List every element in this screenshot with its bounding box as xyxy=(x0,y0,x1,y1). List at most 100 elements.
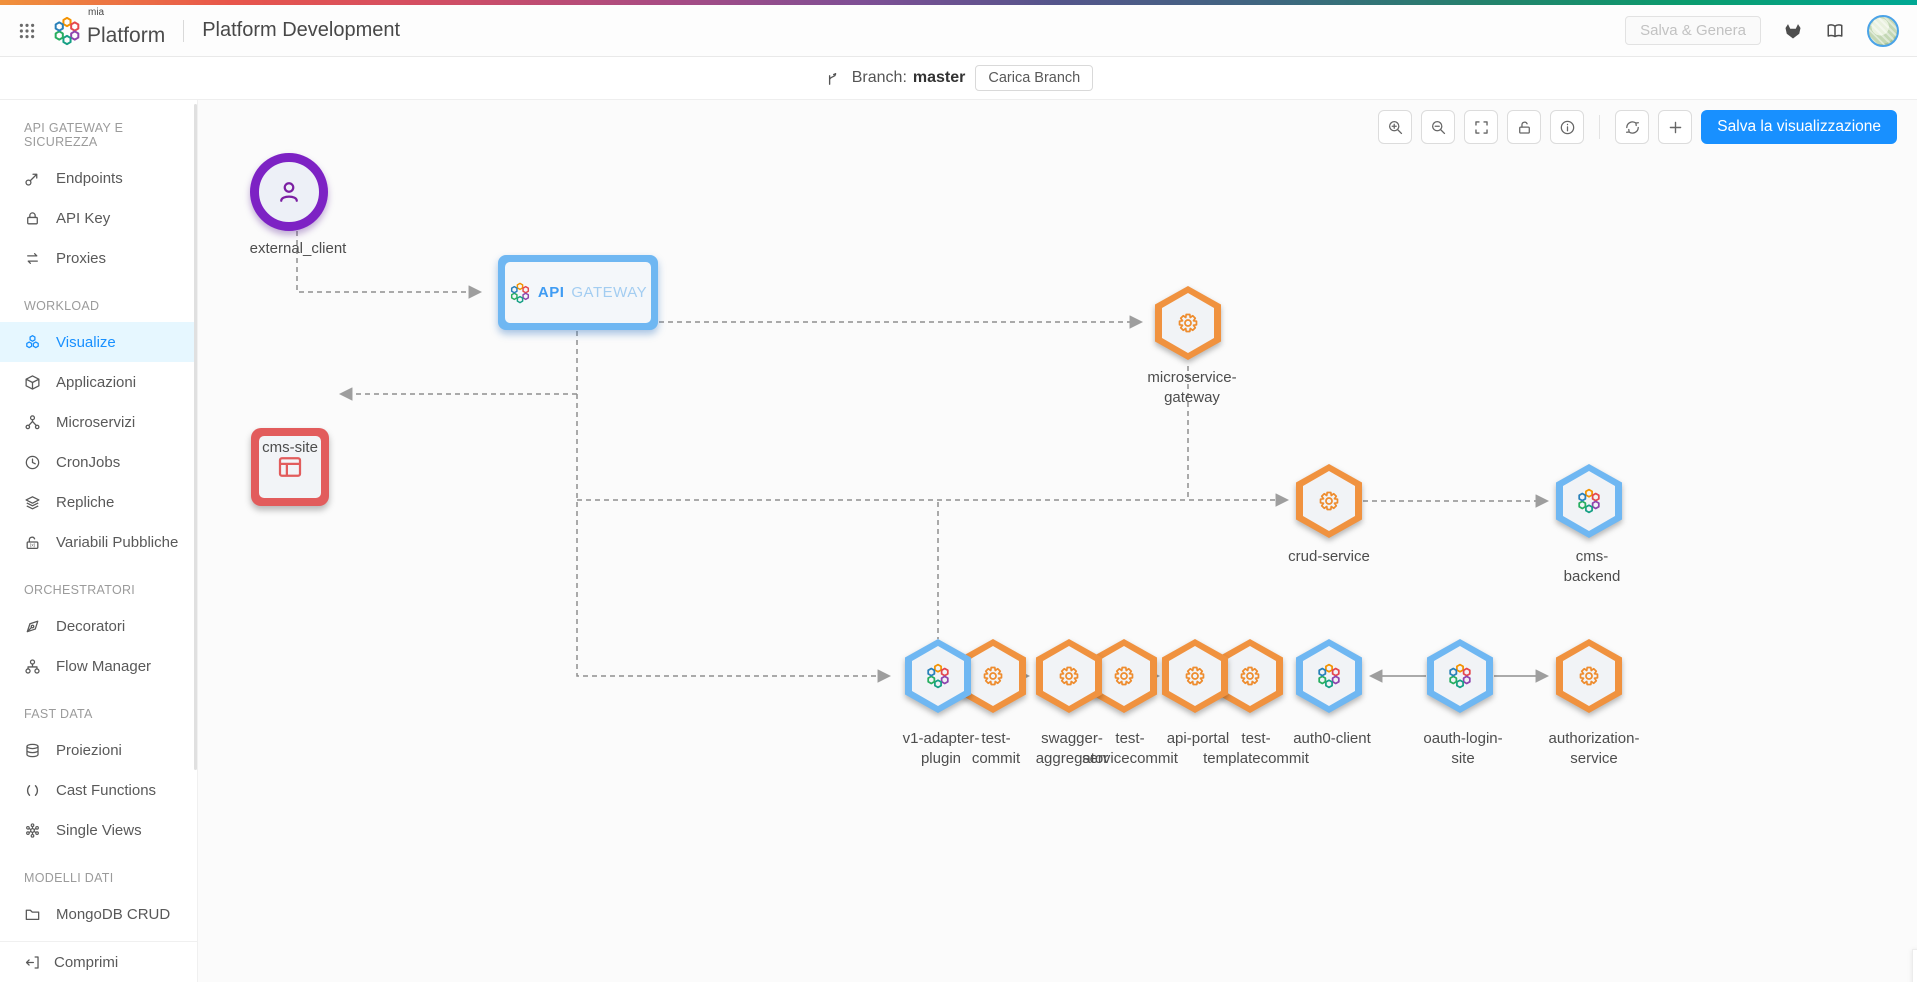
mia-hexagons-icon xyxy=(52,16,82,46)
sidebar-item-variabili-pubbliche[interactable]: Variabili Pubbliche xyxy=(0,522,197,562)
sidebar-item-label: Endpoints xyxy=(56,169,123,187)
cms-backend-node[interactable] xyxy=(1556,464,1622,538)
sidebar-item-applicazioni[interactable]: Applicazioni xyxy=(0,362,197,402)
unlock-button[interactable] xyxy=(1507,110,1542,144)
gear-icon xyxy=(1237,663,1263,689)
logo-product-label: Platform xyxy=(87,23,166,47)
collapse-icon xyxy=(24,954,41,971)
sidebar-item-flow-manager[interactable]: Flow Manager xyxy=(0,646,197,686)
gear-icon xyxy=(1182,663,1208,689)
authorization-service-node[interactable] xyxy=(1556,639,1622,713)
collapse-sidebar-button[interactable]: Comprimi xyxy=(0,941,197,982)
gear-icon xyxy=(1111,663,1137,689)
cms-site-node[interactable] xyxy=(251,428,329,506)
sidebar-item-cronjobs[interactable]: CronJobs xyxy=(0,442,197,482)
box-icon xyxy=(24,374,41,391)
refresh-button[interactable] xyxy=(1615,110,1650,144)
sidebar-section-title: WORKLOAD xyxy=(24,299,100,313)
sidebar-item-label: Decoratori xyxy=(56,617,126,635)
sidebar-item-mongodb-crud[interactable]: MongoDB CRUD xyxy=(0,894,197,934)
api-gateway-label-bold: API xyxy=(537,284,565,301)
sidebar-item-repliche[interactable]: Repliche xyxy=(0,482,197,522)
gitlab-icon[interactable] xyxy=(1783,21,1803,41)
fullscreen-button[interactable] xyxy=(1464,110,1499,144)
zoom-in-icon xyxy=(1387,119,1404,136)
collapse-label: Comprimi xyxy=(54,953,119,971)
user-avatar[interactable] xyxy=(1867,14,1899,47)
toolbar-divider xyxy=(1599,115,1601,139)
info-button[interactable] xyxy=(1550,110,1585,144)
visualize-icon xyxy=(24,334,41,351)
api-gateway-label-light: GATEWAY xyxy=(571,284,648,301)
gear-icon xyxy=(1175,310,1201,336)
gear-icon xyxy=(1316,488,1342,514)
info-icon xyxy=(1559,119,1576,136)
plus-icon xyxy=(1667,119,1684,136)
header-divider xyxy=(183,19,185,42)
zoom-out-icon xyxy=(1430,119,1447,136)
sidebar-item-decoratori[interactable]: Decoratori xyxy=(0,606,197,646)
sidebar-scrollbar[interactable] xyxy=(194,104,197,770)
test-service-commit-node[interactable] xyxy=(1091,639,1157,713)
add-button[interactable] xyxy=(1658,110,1693,144)
sidebar-item-proxies[interactable]: Proxies xyxy=(0,238,197,278)
sidebar-item-label: Proxies xyxy=(56,249,107,267)
swagger-aggregator-node[interactable] xyxy=(1036,639,1102,713)
api-gateway-inner: API GATEWAY xyxy=(505,262,651,323)
sidebar-section-title: MODELLI DATI xyxy=(24,871,114,885)
save-visualization-button[interactable]: Salva la visualizzazione xyxy=(1701,110,1897,144)
database-icon xyxy=(24,742,41,759)
sidebar-item-cast-functions[interactable]: Cast Functions xyxy=(0,770,197,810)
auth0-client-node[interactable] xyxy=(1296,639,1362,713)
gear-icon xyxy=(1056,663,1082,689)
lock-icon xyxy=(24,210,41,227)
oauth-login-site-node[interactable] xyxy=(1427,639,1493,713)
zoom-out-button[interactable] xyxy=(1421,110,1456,144)
branch-label: Branch: xyxy=(851,69,907,86)
branch-bar: Branch: master Carica Branch xyxy=(0,57,1917,100)
save-generate-button[interactable]: Salva & Genera xyxy=(1625,16,1761,45)
minimap[interactable] xyxy=(1912,949,1917,982)
sidebar-item-single-views[interactable]: Single Views xyxy=(0,810,197,850)
sidebar-item-label: Applicazioni xyxy=(56,373,137,391)
sidebar-item-proiezioni[interactable]: Proiezioni xyxy=(0,730,197,770)
crud-service-node[interactable] xyxy=(1296,464,1362,538)
sidebar-item-label: Microservizi xyxy=(56,413,136,431)
sidebar-item-visualize[interactable]: Visualize xyxy=(0,322,197,362)
gear-icon xyxy=(980,663,1006,689)
v1-adapter-plugin-inner xyxy=(912,646,964,706)
sidebar-item-label: MongoDB CRUD xyxy=(56,905,171,923)
sidebar-item-microservizi[interactable]: Microservizi xyxy=(0,402,197,442)
sidebar-item-endpoints[interactable]: Endpoints xyxy=(0,158,197,198)
sidebar-item-label: Repliche xyxy=(56,493,115,511)
app-header: mia Platform Platform Development Salva … xyxy=(0,5,1917,57)
flow-icon xyxy=(24,658,41,675)
zoom-in-button[interactable] xyxy=(1378,110,1413,144)
parens-icon xyxy=(24,782,41,799)
proxies-icon xyxy=(24,250,41,267)
api-portal-node[interactable] xyxy=(1162,639,1228,713)
branch-name: master xyxy=(912,69,966,86)
sidebar-item-label: CronJobs xyxy=(56,453,121,471)
test-template-commit-node[interactable] xyxy=(1217,639,1283,713)
sidebar-item-label: Proiezioni xyxy=(56,741,122,759)
app-launcher-icon[interactable] xyxy=(18,22,36,40)
docs-book-icon[interactable] xyxy=(1825,21,1845,41)
pen-icon xyxy=(24,618,41,635)
diagram-canvas[interactable]: Salva la visualizzazione xyxy=(198,100,1917,982)
mia-icon xyxy=(1316,663,1342,689)
load-branch-button[interactable]: Carica Branch xyxy=(975,65,1094,91)
api-gateway-node[interactable]: API GATEWAY xyxy=(498,255,658,330)
folder-icon xyxy=(24,906,41,923)
sidebar-item-api-key[interactable]: API Key xyxy=(0,198,197,238)
test-commit-node[interactable] xyxy=(960,639,1026,713)
v1-adapter-plugin-node[interactable] xyxy=(905,639,971,713)
sidebar-item-label: Visualize xyxy=(56,333,116,351)
mia-platform-logo[interactable]: mia Platform xyxy=(52,7,166,47)
microservice-gateway-node[interactable] xyxy=(1155,286,1221,360)
microservice-icon xyxy=(24,414,41,431)
logo-sup-label: mia xyxy=(88,6,105,18)
external_client-node[interactable] xyxy=(250,153,328,231)
